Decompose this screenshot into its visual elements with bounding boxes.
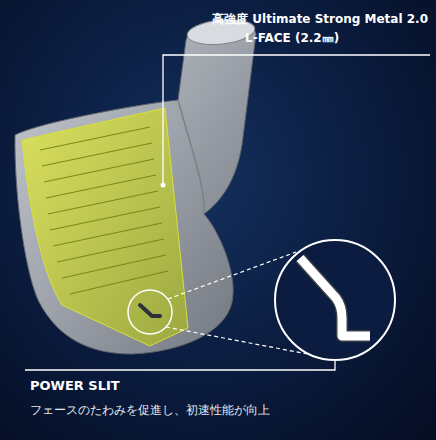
power-slit-shape <box>300 258 370 336</box>
cavity-edge <box>178 100 204 214</box>
slit-zoom-large <box>275 240 395 360</box>
slit-zoom-small <box>128 290 172 334</box>
club-head <box>15 23 256 354</box>
face-label: L-FACE (2.2㎜) <box>245 31 339 45</box>
slit-leader-line <box>25 360 335 370</box>
material-label: 高強度 Ultimate Strong Metal 2.0 <box>212 12 428 26</box>
face-grooves <box>40 127 168 294</box>
face-leader-line <box>163 55 430 185</box>
slit-mark <box>140 305 160 316</box>
part-name: POWER SLIT <box>30 378 120 394</box>
feature-note: フェースのたわみを促進し、初速性能が向上 <box>30 404 270 418</box>
leader-dot <box>161 183 166 188</box>
power-slit-shape <box>300 258 370 336</box>
